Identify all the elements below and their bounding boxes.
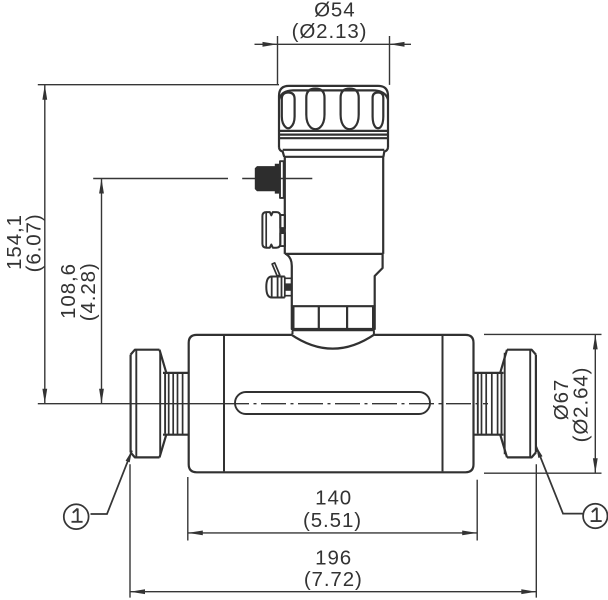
svg-text:(Ø2.13): (Ø2.13) bbox=[292, 20, 368, 43]
svg-text:(Ø2.64): (Ø2.64) bbox=[570, 367, 593, 443]
svg-text:108,6: 108,6 bbox=[57, 263, 80, 319]
svg-text:154,1: 154,1 bbox=[3, 214, 26, 270]
svg-text:(7.72): (7.72) bbox=[304, 568, 363, 591]
svg-text:140: 140 bbox=[315, 487, 352, 510]
svg-text:(5.51): (5.51) bbox=[303, 509, 362, 532]
svg-text:Ø67: Ø67 bbox=[550, 379, 573, 420]
svg-text:196: 196 bbox=[315, 546, 352, 569]
svg-text:(4.28): (4.28) bbox=[77, 262, 100, 321]
svg-text:(6.07): (6.07) bbox=[23, 213, 46, 272]
svg-text:Ø54: Ø54 bbox=[314, 0, 355, 21]
